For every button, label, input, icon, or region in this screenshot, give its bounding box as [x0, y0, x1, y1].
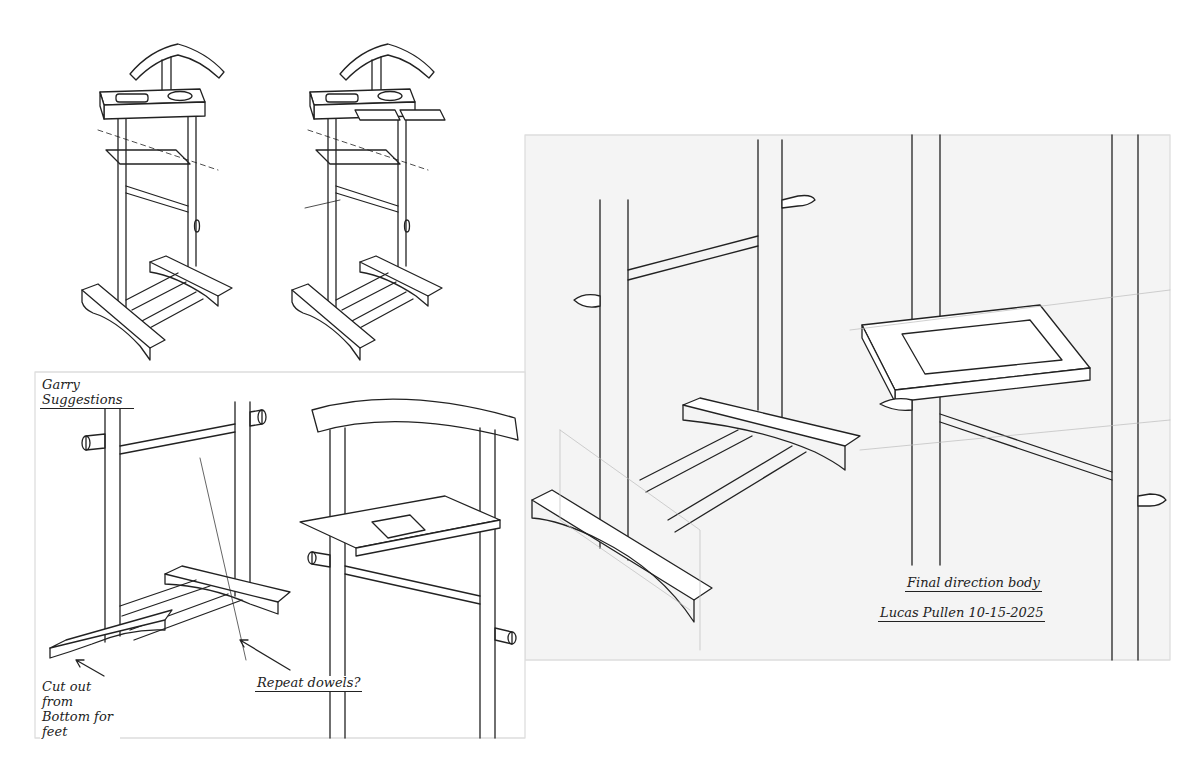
valet-sketch — [292, 44, 442, 360]
paper-panel — [525, 135, 1170, 660]
valet-final-tray — [850, 135, 1170, 660]
handwritten-note: Cut out from Bottom for feet — [40, 680, 120, 740]
valet-sketch — [82, 44, 232, 360]
handwritten-note: Lucas Pullen 10-15-2025 — [878, 606, 1045, 622]
handwritten-note: Final direction body — [905, 576, 1042, 592]
valet-sketch — [50, 402, 290, 676]
handwritten-note: Garry Suggestions — [40, 378, 134, 409]
valet-final-body — [532, 140, 860, 650]
handwritten-note: Repeat dowels? — [255, 676, 362, 692]
